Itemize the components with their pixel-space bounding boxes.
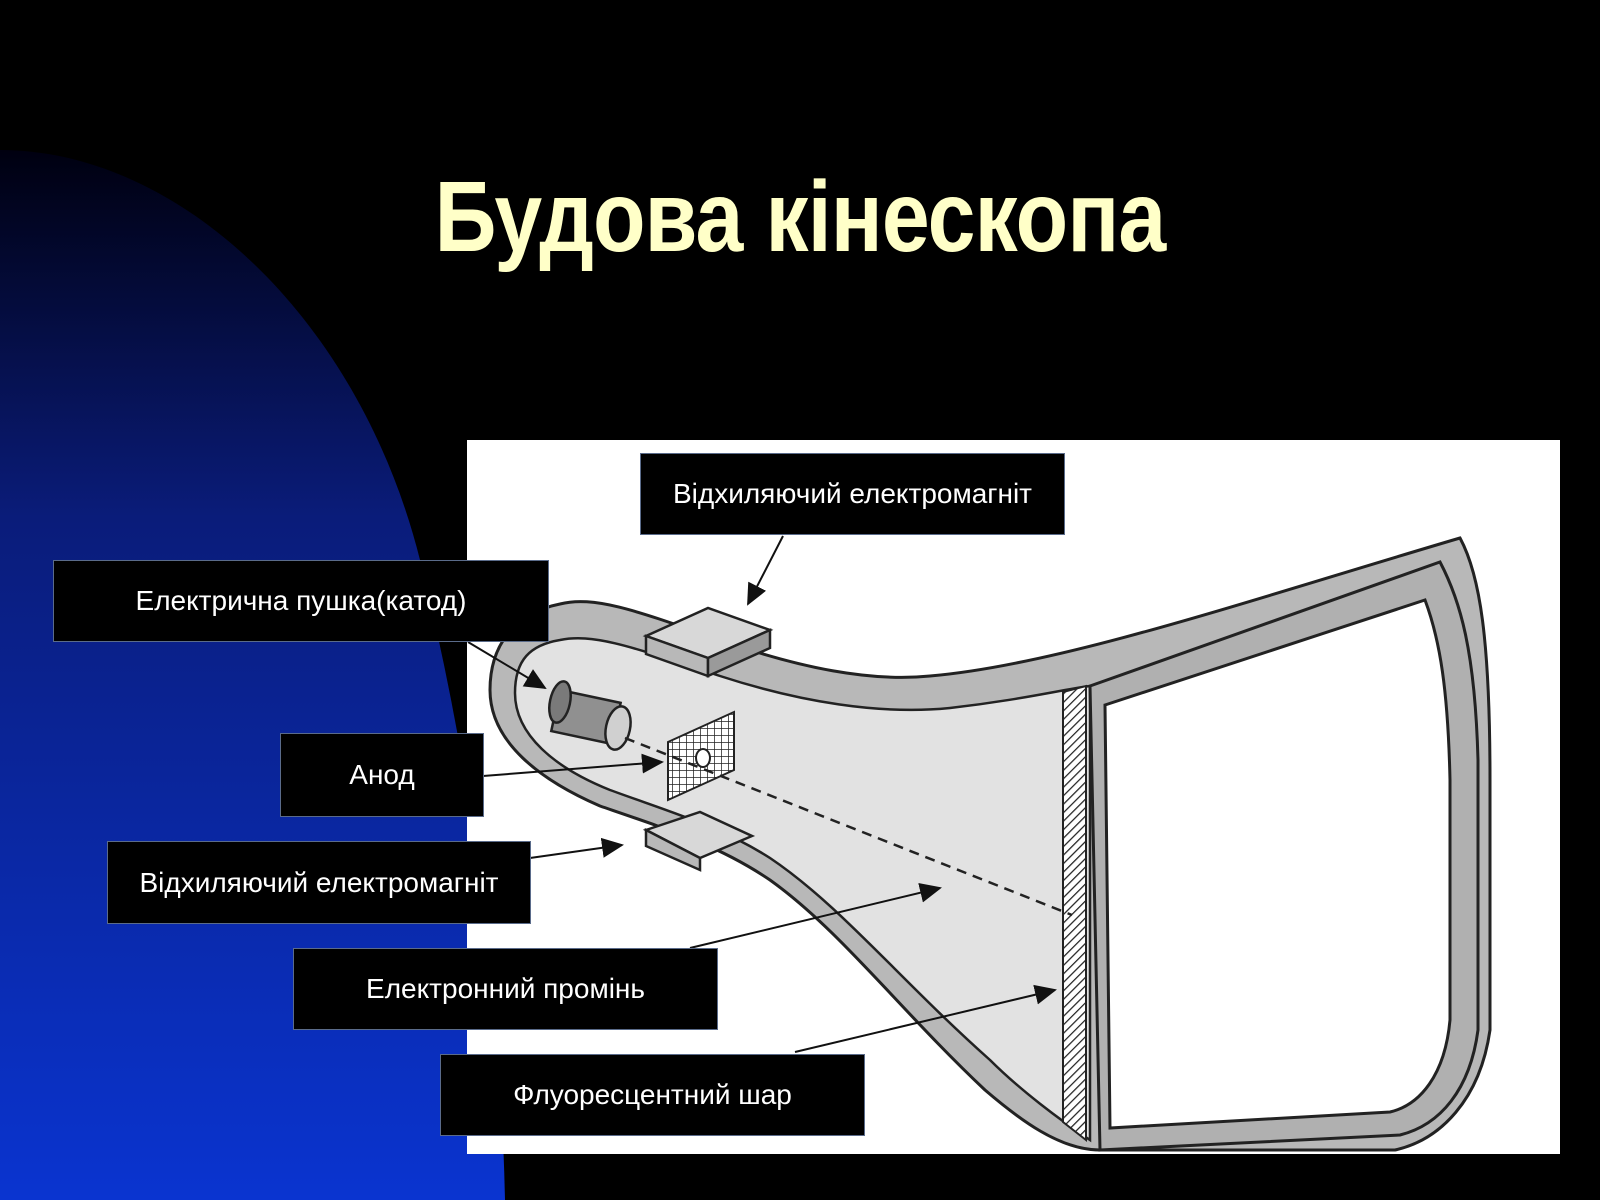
fluorescent-layer-stripe — [1062, 684, 1087, 1143]
bottom-deflecting-magnet — [642, 810, 756, 872]
electron-beam-line — [624, 736, 1073, 917]
arrow-electron-beam — [689, 882, 942, 949]
label-electron-beam: Електронний промінь — [293, 948, 718, 1030]
cathode-cylinder — [548, 680, 632, 751]
label-deflecting-magnet-top: Відхиляючий електромагніт — [640, 453, 1065, 535]
slide-title: Будова кінескопа — [434, 161, 1167, 273]
label-deflecting-magnet-bottom: Відхиляючий електромагніт — [107, 841, 531, 924]
arrow-fluorescent-layer — [794, 984, 1057, 1053]
arrow-magnet-top — [747, 535, 784, 606]
top-deflecting-magnet — [642, 606, 774, 678]
anode-grid — [667, 710, 735, 802]
arrow-magnet-bottom — [529, 837, 624, 859]
arrow-electron-gun — [467, 641, 547, 690]
label-electron-gun: Електрична пушка(катод) — [53, 560, 549, 642]
arrow-anode — [482, 753, 664, 777]
label-anode: Анод — [280, 733, 484, 817]
label-fluorescent-layer: Флуоресцентний шар — [440, 1054, 865, 1136]
